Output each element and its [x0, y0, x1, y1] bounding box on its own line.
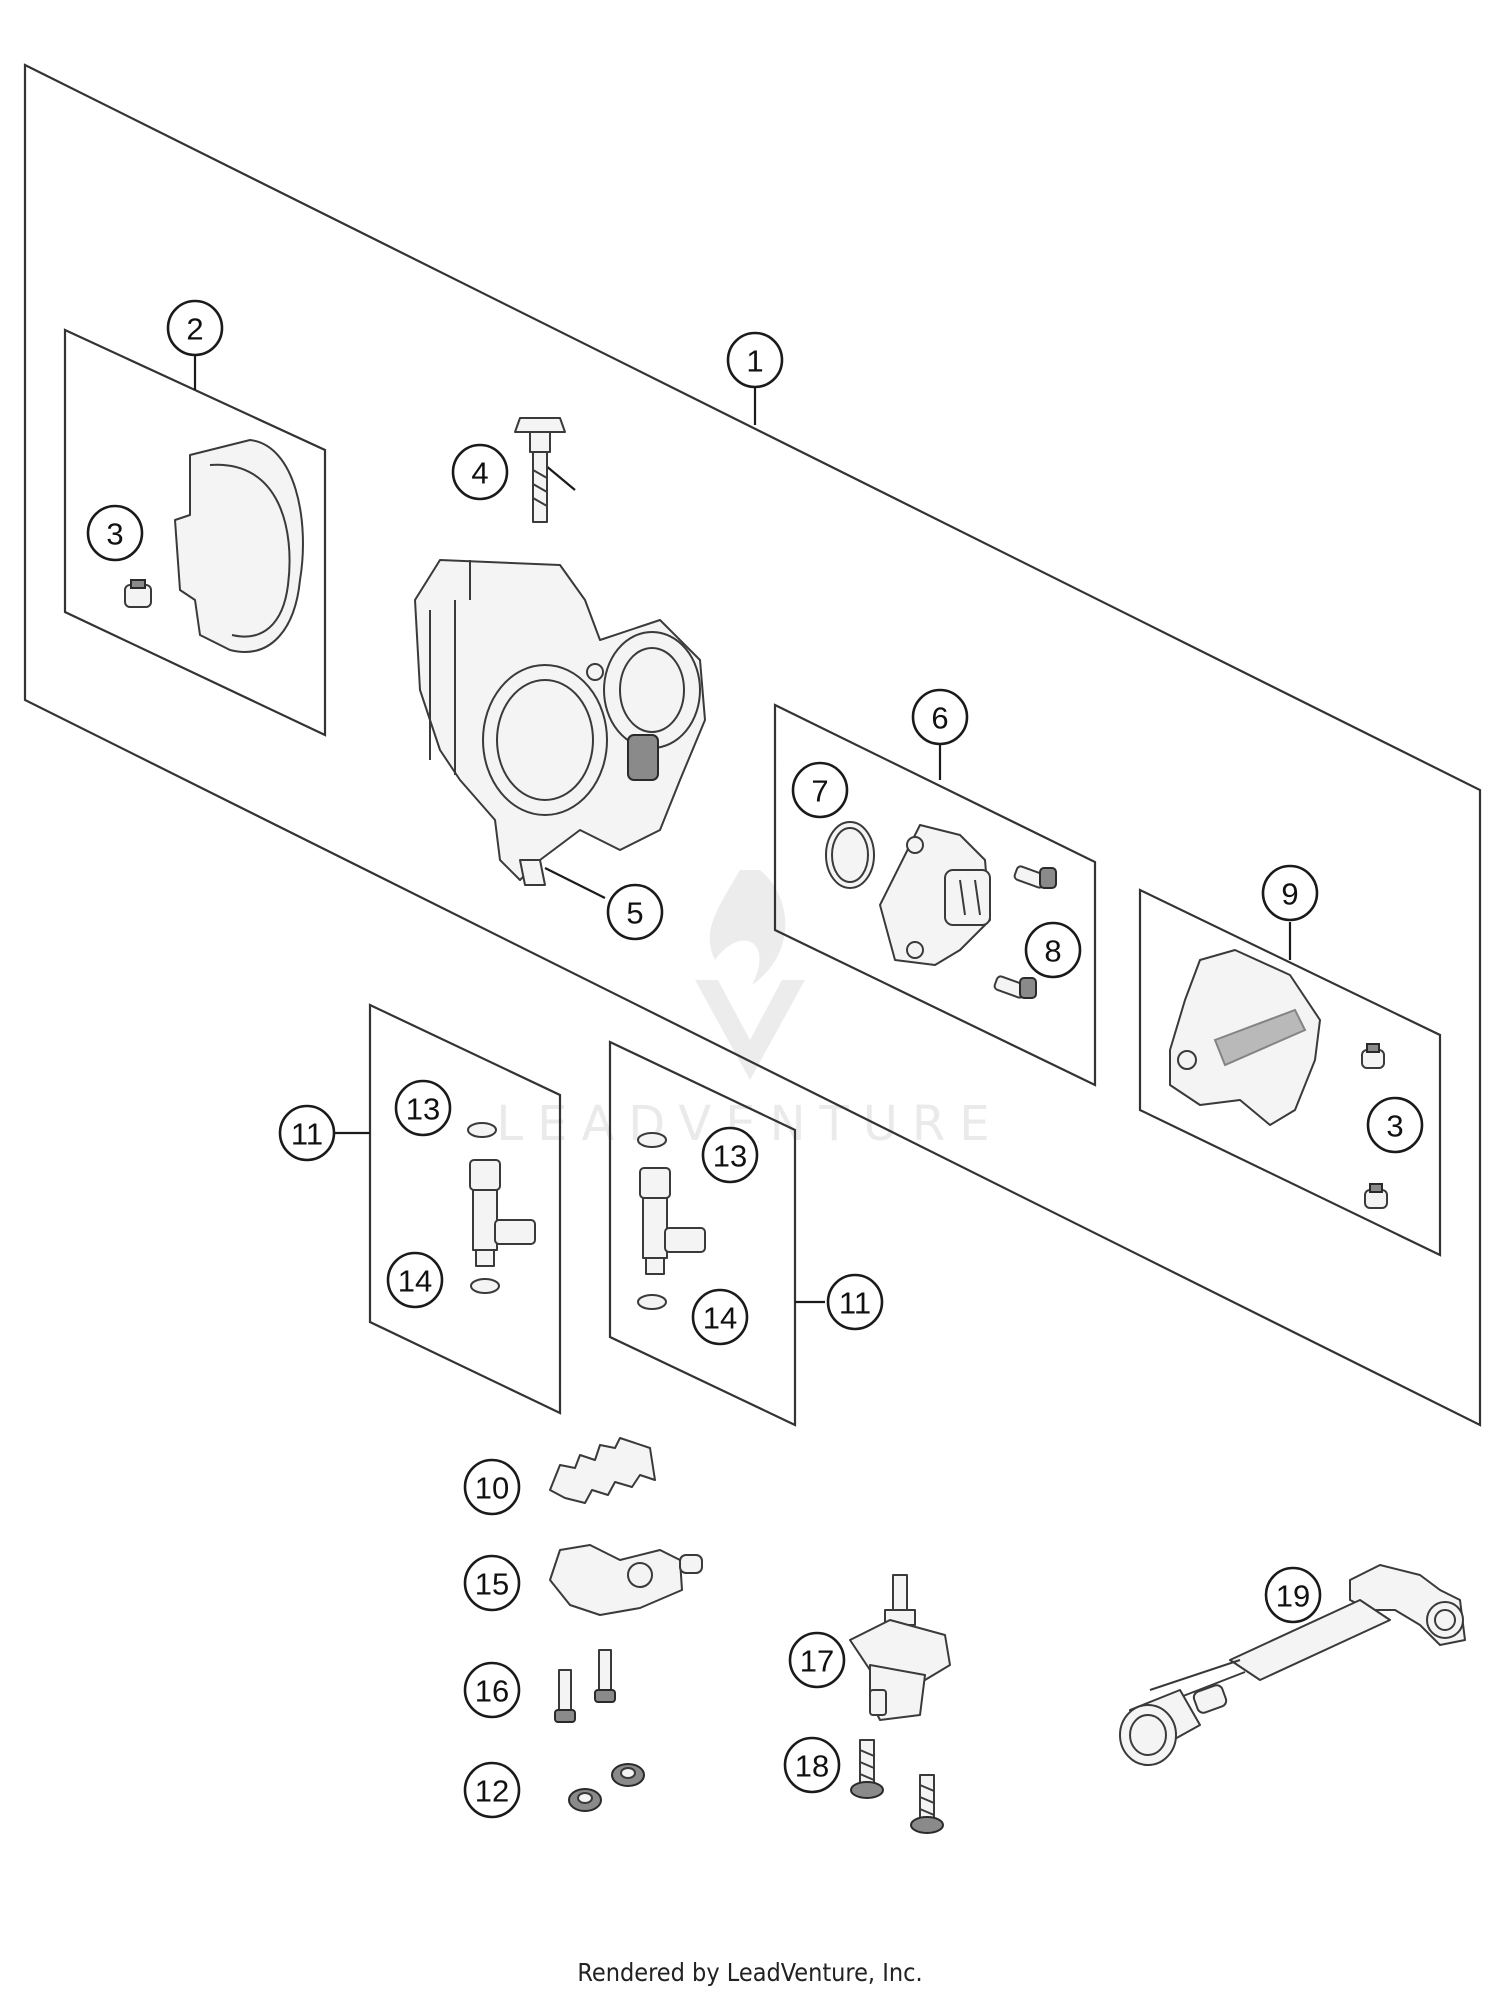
- callout-3-right: 3: [1366, 1096, 1424, 1154]
- callout-1: 1: [726, 331, 784, 389]
- svg-text:7: 7: [811, 774, 828, 809]
- callout-16: 16: [463, 1661, 521, 1719]
- injector-right: [637, 1132, 706, 1310]
- svg-text:4: 4: [471, 456, 488, 491]
- callout-14-right: 14: [691, 1288, 749, 1346]
- callout-2: 2: [166, 299, 224, 357]
- svg-text:6: 6: [931, 701, 948, 736]
- screw-part-18-left: [850, 1739, 884, 1799]
- callout-15: 15: [463, 1554, 521, 1612]
- callout-6: 6: [911, 688, 969, 746]
- o-ring-part-7: [825, 821, 875, 889]
- svg-text:8: 8: [1044, 934, 1061, 969]
- svg-text:2: 2: [186, 312, 203, 347]
- svg-text:1: 1: [746, 344, 763, 379]
- footer-credit: Rendered by LeadVenture, Inc.: [577, 1958, 923, 1987]
- holder-part-15: [549, 1544, 703, 1616]
- callout-14-left: 14: [386, 1251, 444, 1309]
- assembly-panel-1: [23, 63, 1482, 1427]
- panel-6: [773, 703, 1097, 1087]
- leader-lines: [193, 355, 1292, 1304]
- svg-text:9: 9: [1281, 877, 1298, 912]
- callout-12: 12: [463, 1761, 521, 1819]
- svg-text:11: 11: [839, 1286, 871, 1321]
- injector-left: [467, 1122, 536, 1294]
- svg-text:15: 15: [475, 1567, 509, 1602]
- svg-text:13: 13: [406, 1092, 440, 1127]
- panel-11-right: [608, 1040, 797, 1427]
- bolt-part-3a: [124, 579, 152, 608]
- callout-5: 5: [606, 883, 664, 941]
- svg-text:5: 5: [626, 896, 643, 931]
- callout-19: 19: [1264, 1566, 1322, 1624]
- svg-text:12: 12: [475, 1774, 509, 1809]
- callout-10: 10: [463, 1458, 521, 1516]
- clip-part-10: [549, 1437, 656, 1504]
- bolt-part-16-right: [594, 1649, 616, 1703]
- svg-text:18: 18: [795, 1749, 829, 1784]
- panel-2: [63, 328, 327, 737]
- callout-7: 7: [791, 761, 849, 819]
- sensor-part-19: [1119, 1564, 1466, 1766]
- bolt-part-3b-lower: [1364, 1183, 1388, 1209]
- bolt-part-3b-upper: [1361, 1043, 1385, 1069]
- screw-part-18-right: [910, 1774, 944, 1834]
- callout-13-left: 13: [394, 1079, 452, 1137]
- callout-3-left: 3: [86, 504, 144, 562]
- sensor-part-17: [849, 1574, 951, 1721]
- svg-text:19: 19: [1276, 1579, 1310, 1614]
- throttle-body-part-5: [414, 559, 706, 886]
- callout-17: 17: [788, 1631, 846, 1689]
- screw-part-4: [514, 417, 566, 523]
- cover-part-9: [1169, 949, 1321, 1126]
- callout-13-right: 13: [701, 1126, 759, 1184]
- svg-text:17: 17: [800, 1644, 834, 1679]
- svg-text:3: 3: [106, 517, 123, 552]
- svg-text:10: 10: [475, 1471, 509, 1506]
- bolt-part-16-left: [554, 1669, 576, 1723]
- svg-text:3: 3: [1386, 1109, 1403, 1144]
- callout-4: 4: [451, 443, 509, 501]
- svg-text:14: 14: [703, 1301, 737, 1336]
- svg-text:13: 13: [713, 1139, 747, 1174]
- gasket-part-2: [174, 439, 304, 653]
- panel-11-left: [368, 1003, 562, 1415]
- nut-part-12-right: [611, 1763, 645, 1787]
- sensor-part-6: [879, 824, 991, 966]
- svg-text:14: 14: [398, 1264, 432, 1299]
- svg-text:16: 16: [475, 1674, 509, 1709]
- callout-18: 18: [783, 1736, 841, 1794]
- screw-part-8-lower: [993, 975, 1037, 999]
- callout-11-right: 11: [826, 1273, 884, 1331]
- callout-11-left: 11: [278, 1104, 336, 1162]
- nut-part-12-left: [568, 1788, 602, 1812]
- svg-text:11: 11: [291, 1117, 323, 1152]
- screw-part-8-upper: [1013, 865, 1057, 889]
- panel-9: [1138, 888, 1442, 1257]
- callout-9: 9: [1261, 864, 1319, 922]
- callout-8: 8: [1024, 921, 1082, 979]
